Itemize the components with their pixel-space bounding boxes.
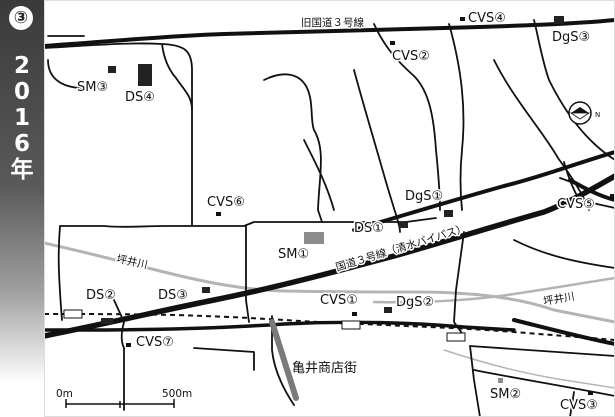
label-cvs3: CVS③ bbox=[560, 398, 598, 413]
label-sm2: SM② bbox=[490, 387, 521, 402]
marker-ds2 bbox=[101, 318, 113, 324]
marker-cvs7 bbox=[126, 343, 131, 347]
compass-arrow-icon bbox=[571, 107, 589, 113]
local-road bbox=[245, 225, 250, 323]
local-road bbox=[533, 19, 615, 161]
year-sidebar: ③ 2 0 1 6 年 bbox=[0, 0, 44, 417]
local-road bbox=[191, 221, 323, 227]
label-ds2: DS② bbox=[86, 288, 116, 303]
local-road bbox=[513, 239, 615, 269]
local-road bbox=[161, 43, 193, 111]
store-markers bbox=[101, 16, 615, 395]
river-stream bbox=[443, 349, 615, 389]
river-branch bbox=[372, 276, 615, 304]
local-road bbox=[469, 345, 615, 357]
road-south bbox=[44, 320, 516, 332]
road-route3-bypass bbox=[44, 173, 615, 339]
local-road bbox=[263, 73, 323, 223]
river-tsuboi bbox=[44, 241, 615, 324]
year-char-2: 0 bbox=[13, 79, 30, 105]
local-road bbox=[569, 391, 575, 417]
label-cvs5: CVS⑤ bbox=[557, 197, 595, 212]
scale-max-label: 500m bbox=[162, 388, 192, 400]
local-road bbox=[47, 59, 85, 89]
marker-ds3 bbox=[202, 287, 210, 293]
marker-cvs3 bbox=[588, 391, 593, 395]
station-east bbox=[446, 332, 466, 342]
marker-ds1 bbox=[399, 222, 408, 228]
label-old-route3: 旧国道３号線 bbox=[301, 16, 364, 29]
label-dgs2: DgS② bbox=[396, 295, 434, 310]
year-char-4: 6 bbox=[13, 131, 30, 157]
local-road bbox=[57, 225, 63, 321]
marker-cvs4 bbox=[460, 17, 465, 21]
label-dgs1: DgS① bbox=[405, 189, 443, 204]
map-frame bbox=[44, 0, 615, 417]
compass-north-label: N bbox=[595, 111, 600, 119]
year-char-3: 1 bbox=[13, 105, 30, 131]
local-road bbox=[373, 23, 441, 211]
scale-zero-label: 0m bbox=[56, 388, 73, 400]
local-road bbox=[493, 59, 590, 211]
panel-number-badge: ③ bbox=[9, 6, 33, 30]
label-sm3: SM③ bbox=[77, 80, 108, 95]
station-west bbox=[63, 309, 83, 319]
marker-cvs1 bbox=[352, 312, 357, 316]
label-cvs4: CVS④ bbox=[468, 11, 506, 26]
marker-sm3 bbox=[108, 66, 116, 73]
area-map: 旧国道３号線 国道３号線（清水バイパス） 坪井川 坪井川 亀井商店街 CVS① … bbox=[44, 0, 615, 417]
local-road bbox=[473, 369, 615, 397]
marker-cvs6 bbox=[216, 212, 221, 216]
label-river-tsuboi-right: 坪井川 bbox=[542, 290, 575, 308]
local-road bbox=[353, 69, 401, 233]
road-old-route3 bbox=[44, 18, 615, 48]
year-char-5: 年 bbox=[10, 157, 34, 183]
marker-ds4 bbox=[138, 64, 152, 86]
label-ds1: DS① bbox=[354, 221, 384, 236]
marker-sm1 bbox=[304, 232, 324, 244]
marker-sm2 bbox=[498, 378, 503, 383]
shopping-street-line bbox=[269, 319, 299, 401]
marker-dgs3 bbox=[554, 16, 564, 24]
year-char-1: 2 bbox=[13, 53, 30, 79]
label-cvs1: CVS① bbox=[320, 293, 358, 308]
label-cvs2: CVS② bbox=[392, 49, 430, 64]
local-road bbox=[113, 299, 125, 411]
road-route3-lower bbox=[512, 318, 615, 346]
road-east-branch bbox=[568, 178, 615, 202]
label-ds4: DS④ bbox=[125, 90, 155, 105]
label-sm1: SM① bbox=[278, 247, 309, 262]
local-road bbox=[271, 315, 295, 406]
marker-dgs2 bbox=[384, 307, 392, 313]
local-road bbox=[193, 347, 255, 371]
marker-cvs2 bbox=[390, 41, 395, 45]
label-cvs7: CVS⑦ bbox=[136, 335, 174, 350]
road-route3-upper bbox=[352, 150, 615, 232]
local-road bbox=[303, 139, 335, 211]
label-river-tsuboi-left: 坪井川 bbox=[115, 252, 149, 271]
label-ds3: DS③ bbox=[158, 288, 188, 303]
label-dgs3: DgS③ bbox=[552, 30, 590, 45]
label-cvs6: CVS⑥ bbox=[207, 195, 245, 210]
local-road bbox=[448, 23, 465, 211]
label-shopping-street: 亀井商店街 bbox=[292, 361, 357, 376]
railway bbox=[44, 313, 615, 341]
scale-bar: 0m 500m bbox=[56, 388, 192, 408]
local-road bbox=[453, 231, 465, 337]
marker-dgs1 bbox=[444, 210, 453, 217]
local-road bbox=[469, 345, 481, 417]
station-central bbox=[341, 320, 361, 330]
compass: N bbox=[568, 101, 600, 125]
local-road bbox=[44, 42, 193, 228]
marker-cvs5 bbox=[610, 194, 615, 198]
